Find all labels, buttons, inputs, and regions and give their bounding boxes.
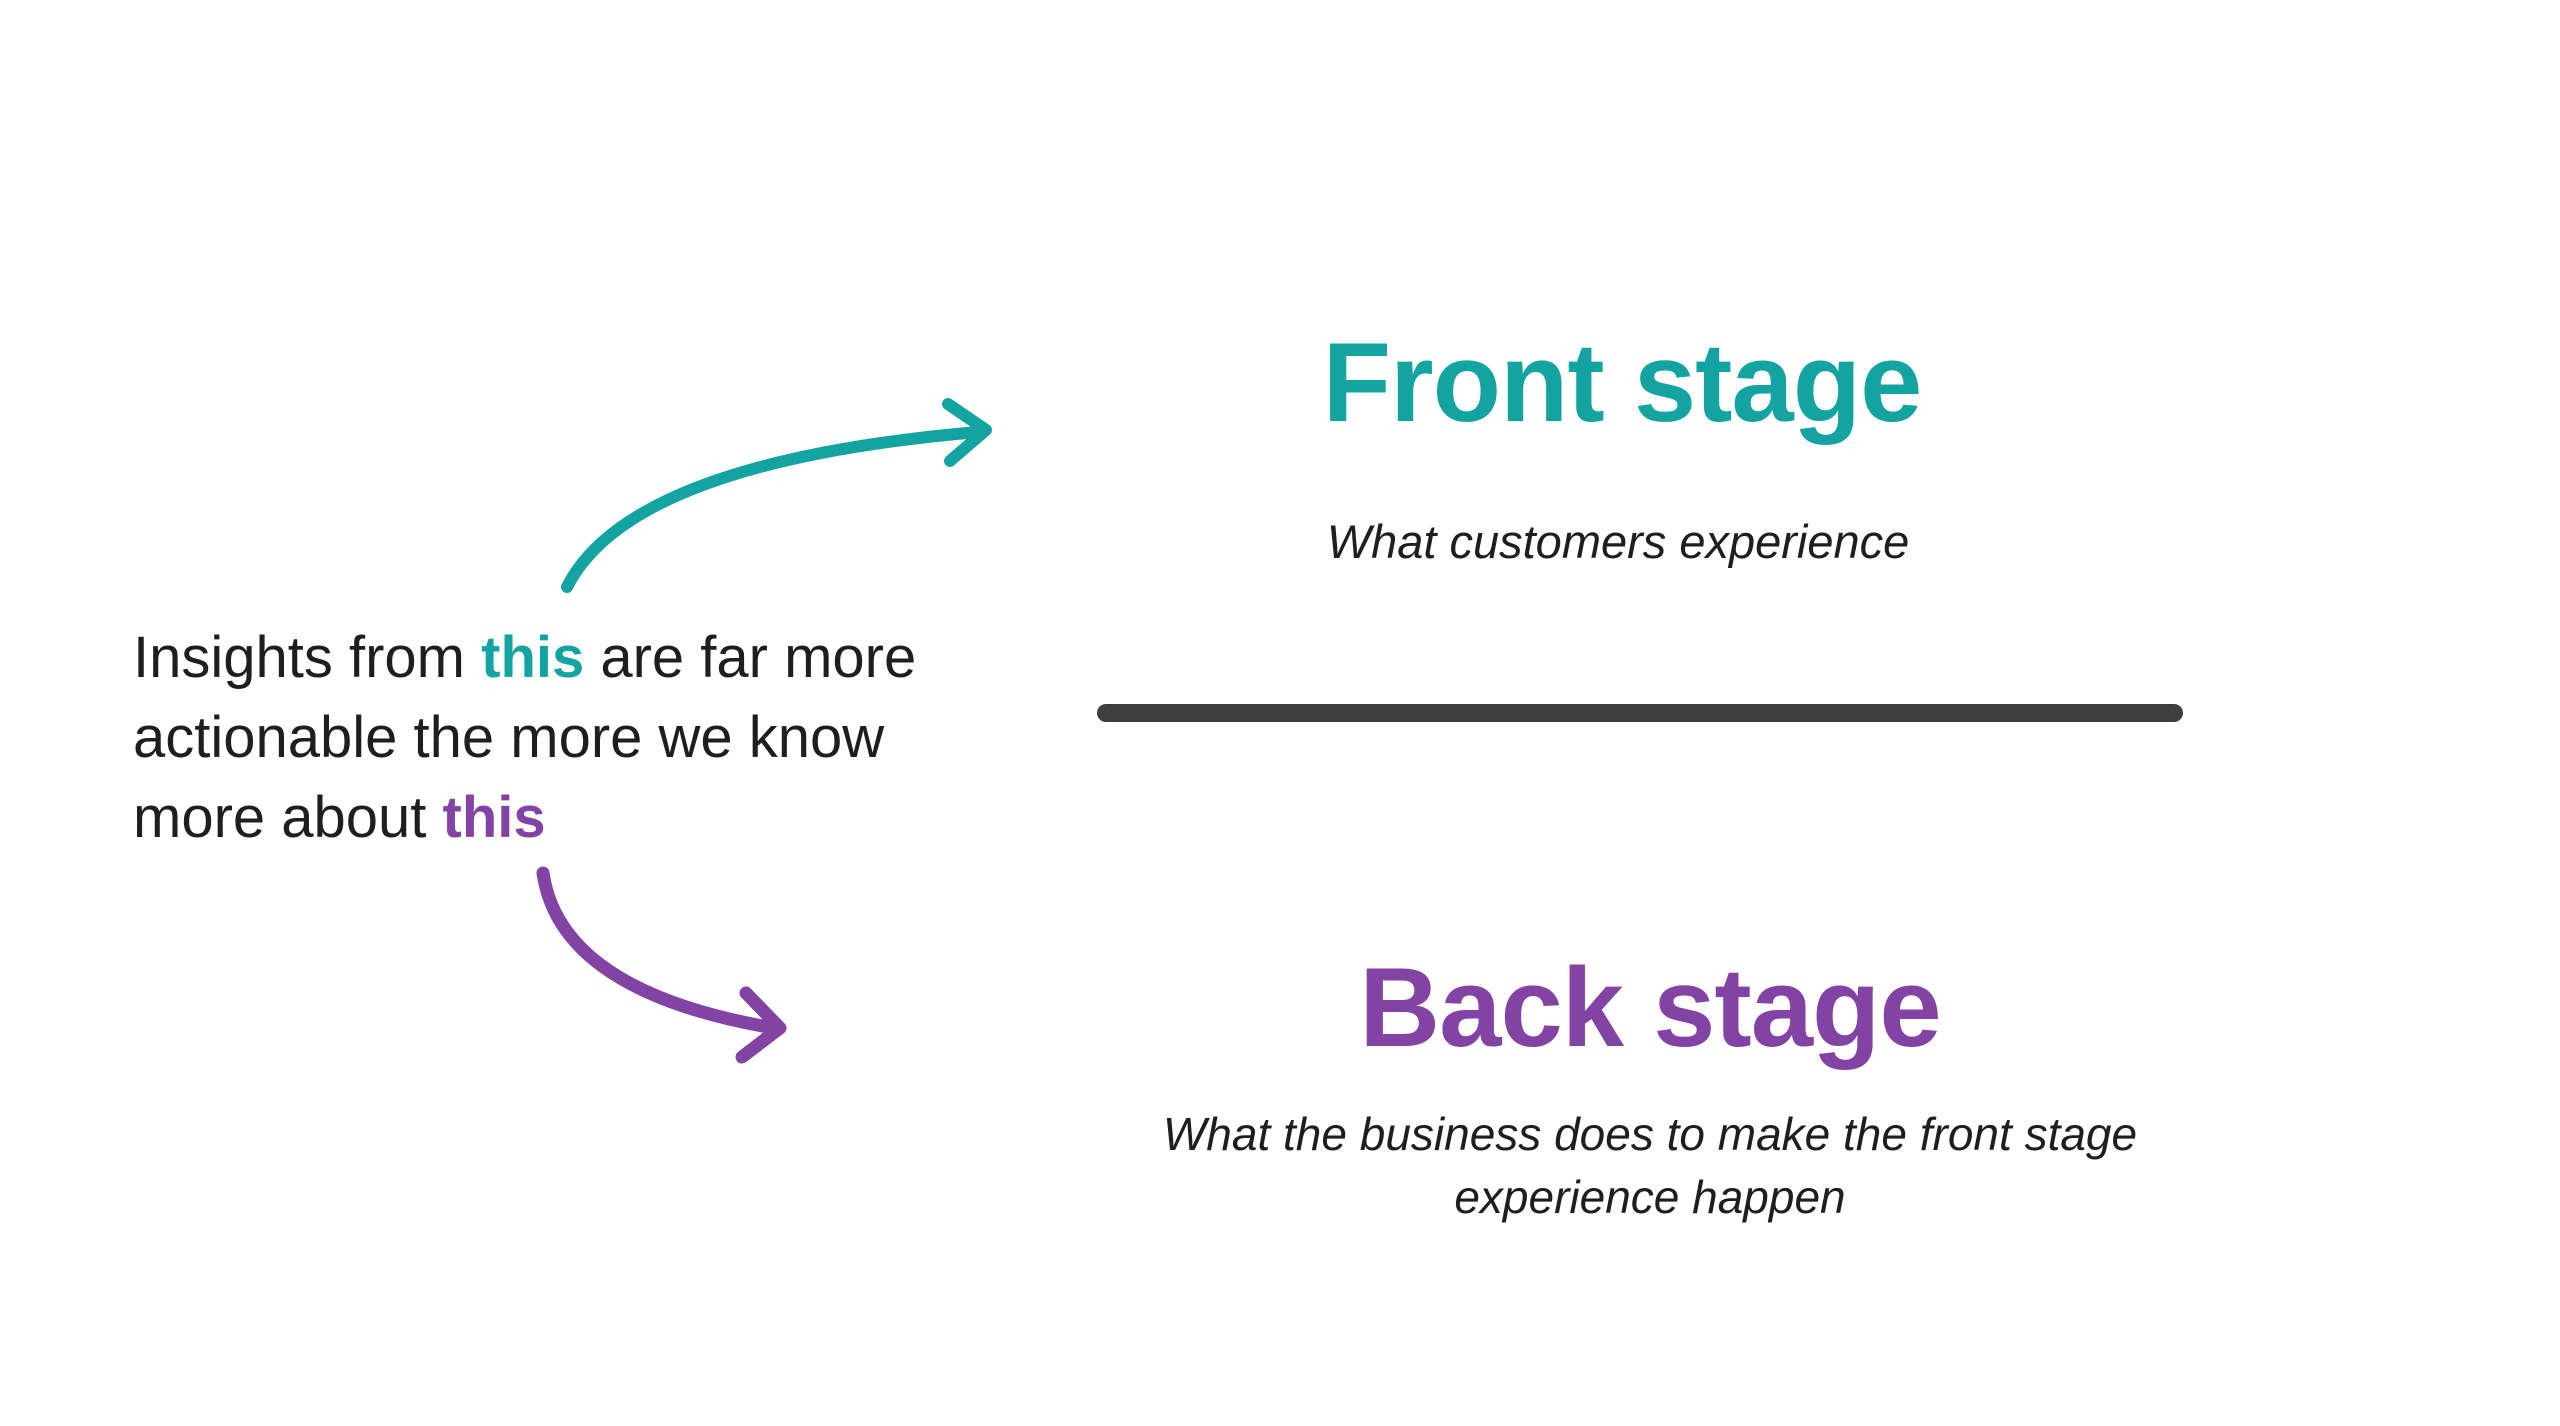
back-stage-subtitle-line-2: experience happen <box>1454 1171 1846 1223</box>
stage-divider-line <box>1097 704 2183 722</box>
insight-note-line-1: Insights from this are far more <box>133 618 1033 698</box>
curved-arrow-down-right-icon <box>536 866 787 1064</box>
front-stage-subtitle: What customers experience <box>1326 515 1910 568</box>
front-stage-title: Front stage <box>1322 320 1923 445</box>
back-stage-subtitle-line-1: What the business does to make the front… <box>1162 1108 2138 1160</box>
insight-note: Insights from this are far more actionab… <box>133 618 1033 858</box>
teal-arrow-shaft <box>561 426 984 593</box>
insight-note-line-3: more about this <box>133 778 1033 858</box>
back-stage-title: Back stage <box>1359 945 1941 1070</box>
purple-arrow-shaft <box>536 866 775 1034</box>
note-text: more about <box>133 785 443 850</box>
purple-arrow-head <box>735 986 787 1064</box>
note-text: are far more <box>584 625 917 690</box>
note-text: Insights from <box>133 625 482 690</box>
back-stage-subtitle: What the business does to make the front… <box>1150 1103 2150 1229</box>
note-text: actionable the more we know <box>133 705 885 770</box>
teal-arrow-head <box>942 398 992 467</box>
insight-note-line-2: actionable the more we know <box>133 698 1033 778</box>
note-this-backstage: this <box>442 785 546 850</box>
curved-arrow-up-right-icon <box>561 398 992 593</box>
note-this-frontstage: this <box>481 625 585 690</box>
